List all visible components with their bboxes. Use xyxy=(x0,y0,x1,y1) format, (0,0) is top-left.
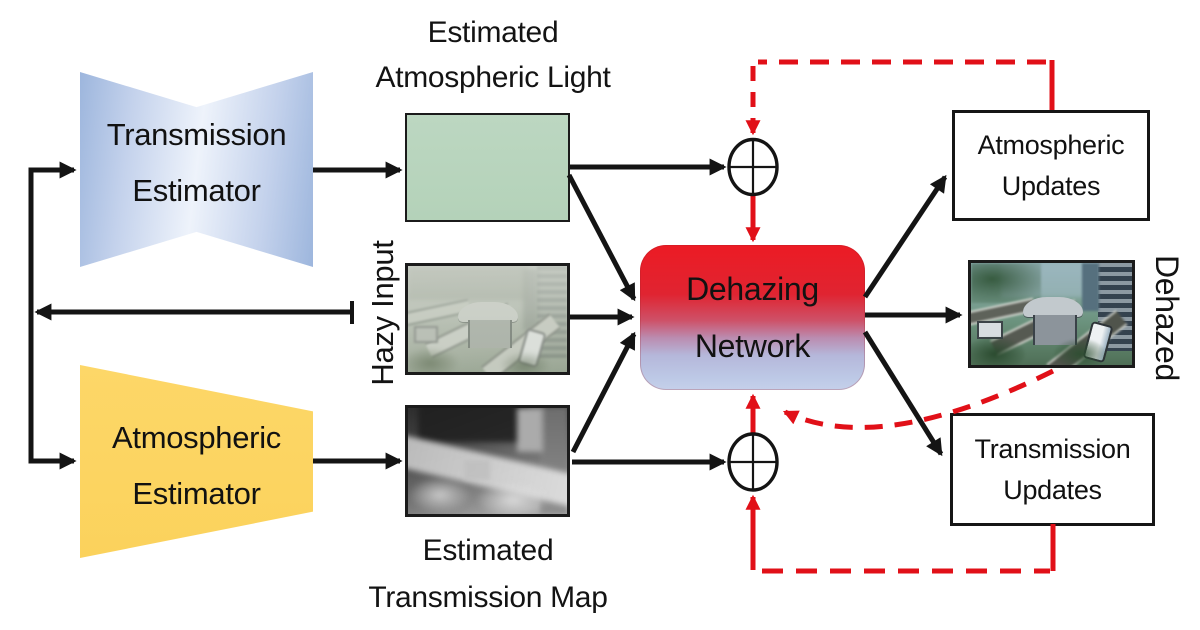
atmospheric-estimator-label-line1: Atmospheric xyxy=(112,419,281,455)
estimated-atmospheric-light-label-line1: Estimated xyxy=(427,16,559,49)
dehazed-foliage-right xyxy=(1054,339,1106,365)
arrow-light-to-network xyxy=(566,173,637,302)
dehazed-trees-top xyxy=(971,263,1041,303)
transmission-estimator-label-line1: Transmission xyxy=(106,116,287,152)
transmission-updates-label-line1: Transmission xyxy=(974,433,1131,464)
dehazing-network-node: Dehazing Network xyxy=(640,245,865,390)
estimated-transmission-map-label-line1: Estimated xyxy=(422,534,554,567)
estimated-atmospheric-light-label: Estimated Atmospheric Light xyxy=(348,10,638,100)
dehazing-network-label-line1: Dehazing xyxy=(686,270,819,307)
transmission-updates-label-line2: Updates xyxy=(1003,474,1102,505)
atmospheric-estimator-label-line2: Estimator xyxy=(132,475,261,511)
hazy-haze-overlay xyxy=(408,266,567,372)
transmission-sum-icon xyxy=(727,432,779,492)
estimated-atmospheric-light-label-line2: Atmospheric Light xyxy=(375,61,611,94)
input-distribution-line xyxy=(28,167,60,464)
map-block-center xyxy=(464,460,490,480)
estimated-atmospheric-light-box xyxy=(405,113,570,222)
arrow-map-to-network xyxy=(570,331,637,454)
estimated-transmission-map-label-line2: Transmission Map xyxy=(368,581,608,614)
estimated-transmission-map-image xyxy=(405,405,570,517)
transmission-estimator-label-line2: Estimator xyxy=(132,172,261,208)
arrow-network-to-transmission-updates xyxy=(862,330,944,457)
atmospheric-sum-icon xyxy=(727,137,779,197)
estimated-transmission-map-label: Estimated Transmission Map xyxy=(333,527,643,621)
dehazed-foliage-left xyxy=(971,337,1025,365)
dehazed-station-roof xyxy=(1023,297,1083,317)
map-dark-top xyxy=(418,408,528,442)
map-blob-bottom-center xyxy=(478,482,548,514)
hazy-input-label: Hazy Input xyxy=(365,240,400,386)
atmospheric-updates-box: Atmospheric Updates xyxy=(952,110,1150,221)
dehazed-building-far xyxy=(1082,263,1099,311)
map-right-gap xyxy=(517,408,543,452)
arrow-network-to-atmospheric-updates xyxy=(862,174,948,299)
map-blob-bottom-left xyxy=(410,478,470,512)
atmospheric-estimator-node: Atmospheric Estimator xyxy=(80,365,313,558)
atmospheric-updates-label-line1: Atmospheric xyxy=(977,129,1125,160)
dehazed-label: Dehazed xyxy=(1149,255,1185,381)
dehazed-output-image xyxy=(968,260,1135,368)
transmission-estimator-node: Transmission Estimator xyxy=(80,72,313,267)
atmospheric-updates-label-line2: Updates xyxy=(1001,170,1101,201)
hazy-input-image xyxy=(405,263,570,375)
dehazing-network-label-line2: Network xyxy=(694,327,811,364)
transmission-updates-box: Transmission Updates xyxy=(950,413,1155,526)
